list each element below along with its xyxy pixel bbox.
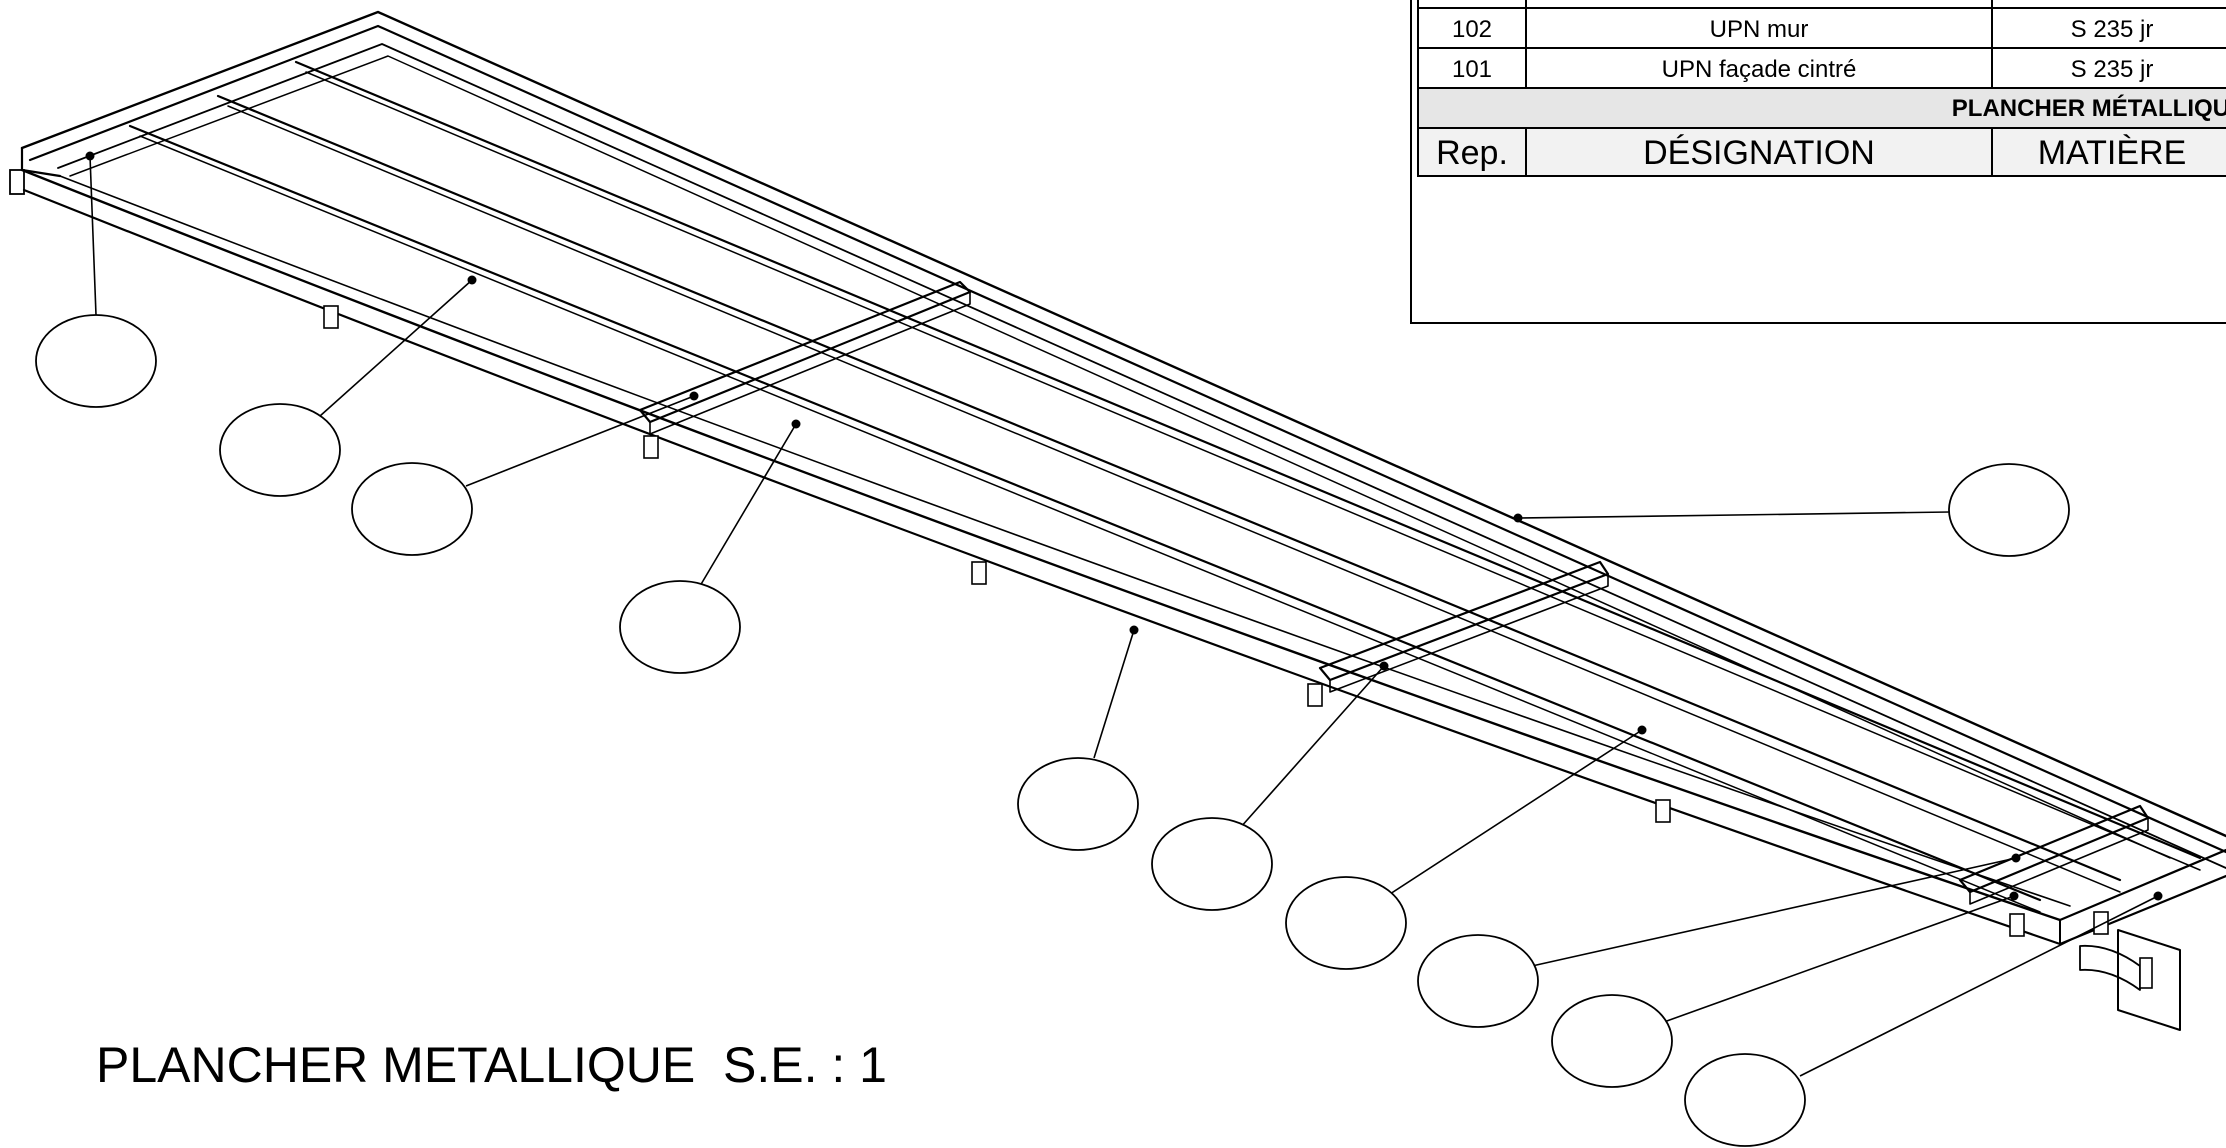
bom-table: 102 UPN mur S 235 jr 101 UPN façade cint… — [1410, 0, 2226, 324]
balloon-7 — [1151, 817, 1273, 911]
front-rail-top — [20, 168, 2062, 922]
right-end-bottom — [2058, 874, 2226, 946]
bom-row-1-matiere: S 235 jr — [2071, 16, 2154, 43]
back-rail-top — [20, 10, 2226, 838]
left-end-bracket — [9, 169, 25, 195]
floor-frame — [9, 10, 2226, 1031]
balloon-4 — [619, 580, 741, 674]
bom-header-matiere: MATIÈRE — [2038, 134, 2187, 172]
balloon-11 — [1684, 1053, 1806, 1147]
balloons — [35, 314, 2070, 1147]
bom-header-designation: DÉSIGNATION — [1643, 134, 1875, 172]
joists — [128, 60, 2202, 913]
drawing-title: PLANCHER METALLIQUE S.E. : 1 — [96, 1037, 887, 1093]
front-brackets — [323, 305, 2109, 937]
balloon-6 — [1017, 757, 1139, 851]
front-rail-inner — [59, 175, 2071, 907]
wall-support — [2079, 929, 2181, 1031]
bom-row-2-rep: 101 — [1452, 56, 1492, 83]
bom-row-2-matiere: S 235 jr — [2071, 56, 2154, 83]
balloon-10 — [1551, 994, 1673, 1088]
balloon-1 — [35, 314, 157, 408]
cross-members — [638, 280, 2150, 905]
bom-section-title: PLANCHER MÉTALLIQU — [1952, 94, 2226, 122]
balloon-5 — [1948, 463, 2070, 557]
bom-row-1-rep: 102 — [1452, 16, 1492, 43]
bom-row-2-designation: UPN façade cintré — [1662, 56, 1857, 83]
back-rail-inner — [28, 24, 2226, 854]
balloon-2 — [219, 403, 341, 497]
bom-header-rep: Rep. — [1436, 134, 1508, 172]
balloon-9 — [1417, 934, 1539, 1028]
balloon-3 — [351, 462, 473, 556]
leader-lines — [85, 151, 2163, 1077]
back-rail-flange-inner — [69, 55, 2171, 859]
bom-header-band — [1417, 127, 2226, 177]
bom-row-1-designation: UPN mur — [1710, 16, 1809, 43]
back-rail-flange — [57, 43, 2226, 869]
balloon-8 — [1285, 876, 1407, 970]
right-end-top — [2058, 848, 2226, 922]
